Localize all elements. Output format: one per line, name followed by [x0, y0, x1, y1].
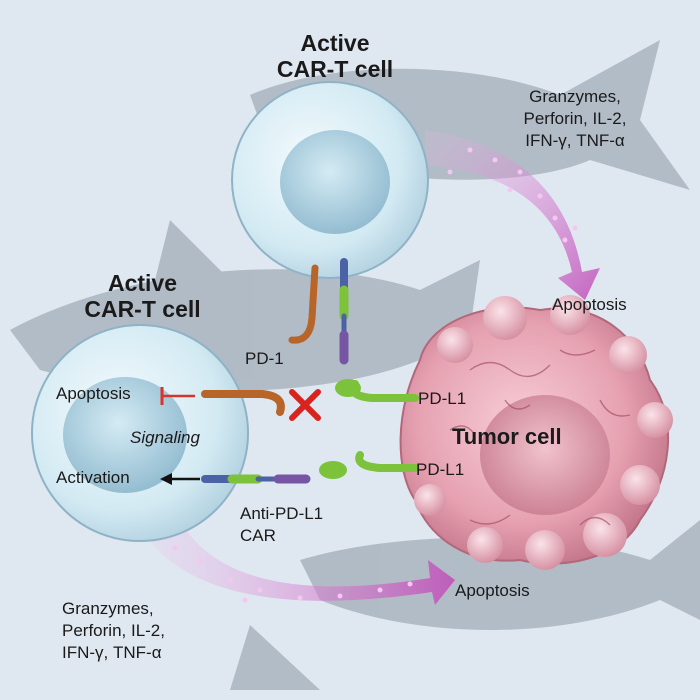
top-cytokines-line3: IFN-γ, TNF-α	[525, 131, 625, 150]
activation-label: Activation	[56, 468, 130, 487]
pdl1-upper-label: PD-L1	[418, 389, 467, 408]
left-cell-title-line2: CAR-T cell	[84, 296, 201, 322]
pd1-receptor-left	[201, 390, 285, 416]
apoptosis-inhibited-label: Apoptosis	[56, 384, 131, 403]
top-cell-nucleus	[280, 130, 390, 234]
top-cytokine-arrow	[425, 130, 600, 300]
apoptosis-top-label: Apoptosis	[552, 295, 627, 314]
blocked-x-icon	[289, 389, 321, 421]
silhouette-fin	[150, 220, 250, 300]
bottom-cytokines-line3: IFN-γ, TNF-α	[62, 643, 162, 662]
activation-arrow	[160, 473, 200, 485]
top-cell-title: Active CAR-T cell	[270, 30, 400, 82]
pdl1-lower-label: PD-L1	[416, 460, 465, 479]
car-label: Anti-PD-L1 CAR	[240, 503, 323, 547]
bottom-cytokine-arrow	[145, 520, 455, 605]
tumor-nucleus	[480, 395, 610, 515]
pd1-receptor-top	[288, 264, 319, 344]
car-label-line2: CAR	[240, 526, 276, 545]
inhibition-bar	[160, 387, 195, 405]
bottom-cytokines-line1: Granzymes,	[62, 599, 154, 618]
tumor-cell-label: Tumor cell	[452, 424, 562, 449]
signaling-label: Signaling	[130, 428, 200, 447]
bottom-cytokines-line2: Perforin, IL-2,	[62, 621, 165, 640]
top-cell-title-line1: Active	[300, 30, 370, 56]
tumor-cell	[399, 295, 673, 570]
apoptosis-bottom-label: Apoptosis	[455, 581, 530, 600]
left-cell-title-line1: Active	[107, 270, 178, 296]
top-car-t-cell	[231, 81, 429, 279]
silhouette-bottom	[300, 520, 700, 630]
left-cell-nucleus	[63, 377, 187, 493]
pd1-label: PD-1	[245, 349, 284, 368]
left-car-t-cell	[31, 324, 249, 542]
silhouette-bottom-fin	[230, 625, 320, 690]
top-cytokines-line2: Perforin, IL-2,	[523, 109, 627, 128]
car-label-line1: Anti-PD-L1	[240, 504, 324, 523]
pdl1-ligand-lower	[319, 451, 419, 479]
top-cell-title-line2: CAR-T cell	[276, 56, 394, 82]
pdl1-ligand-upper	[335, 379, 419, 402]
left-cell-title: Active CAR-T cell	[60, 270, 225, 322]
bottom-cytokines-label: Granzymes, Perforin, IL-2, IFN-γ, TNF-α	[62, 598, 165, 664]
top-cytokines-line1: Granzymes,	[529, 87, 621, 106]
top-cytokines-label: Granzymes, Perforin, IL-2, IFN-γ, TNF-α	[500, 86, 650, 152]
